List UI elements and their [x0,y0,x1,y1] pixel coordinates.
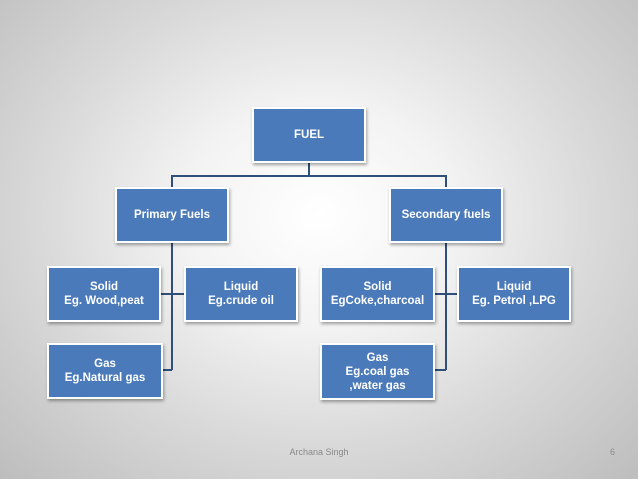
node-fuel: FUEL [252,107,366,163]
node-secondary-solid-title: Solid [363,281,392,293]
node-secondary-solid-example: EgCoke,charcoal [330,295,425,307]
node-secondary-fuels: Secondary fuels [389,187,503,243]
node-primary-fuels-label: Primary Fuels [133,209,211,221]
node-secondary-gas: Gas Eg.coal gas ,water gas [320,343,435,400]
node-primary-solid: Solid Eg. Wood,peat [47,266,161,322]
node-primary-solid-title: Solid [89,281,119,293]
node-primary-liquid-title: Liquid [223,281,259,293]
node-primary-gas: Gas Eg.Natural gas [47,343,163,399]
node-primary-fuels: Primary Fuels [115,187,229,243]
node-primary-liquid-example: Eg.crude oil [208,295,274,307]
node-primary-gas-title: Gas [94,358,116,370]
node-primary-solid-example: Eg. Wood,peat [64,295,144,307]
node-secondary-liquid-example: Eg. Petrol ,LPG [472,295,556,307]
node-secondary-gas-example-2: ,water gas [349,379,406,392]
node-secondary-gas-example-1: Eg.coal gas [345,365,410,378]
node-secondary-solid: Solid EgCoke,charcoal [320,266,435,322]
node-secondary-liquid: Liquid Eg. Petrol ,LPG [457,266,571,322]
node-primary-gas-example: Eg.Natural gas [64,372,146,384]
node-secondary-fuels-label: Secondary fuels [401,209,491,221]
node-fuel-label: FUEL [293,129,325,141]
node-secondary-gas-title: Gas [366,351,389,364]
connector-fuel-children [171,163,447,187]
footer-page-number: 6 [609,447,615,457]
footer-author: Archana Singh [289,447,349,457]
node-primary-liquid: Liquid Eg.crude oil [184,266,298,322]
node-secondary-liquid-title: Liquid [496,281,532,293]
